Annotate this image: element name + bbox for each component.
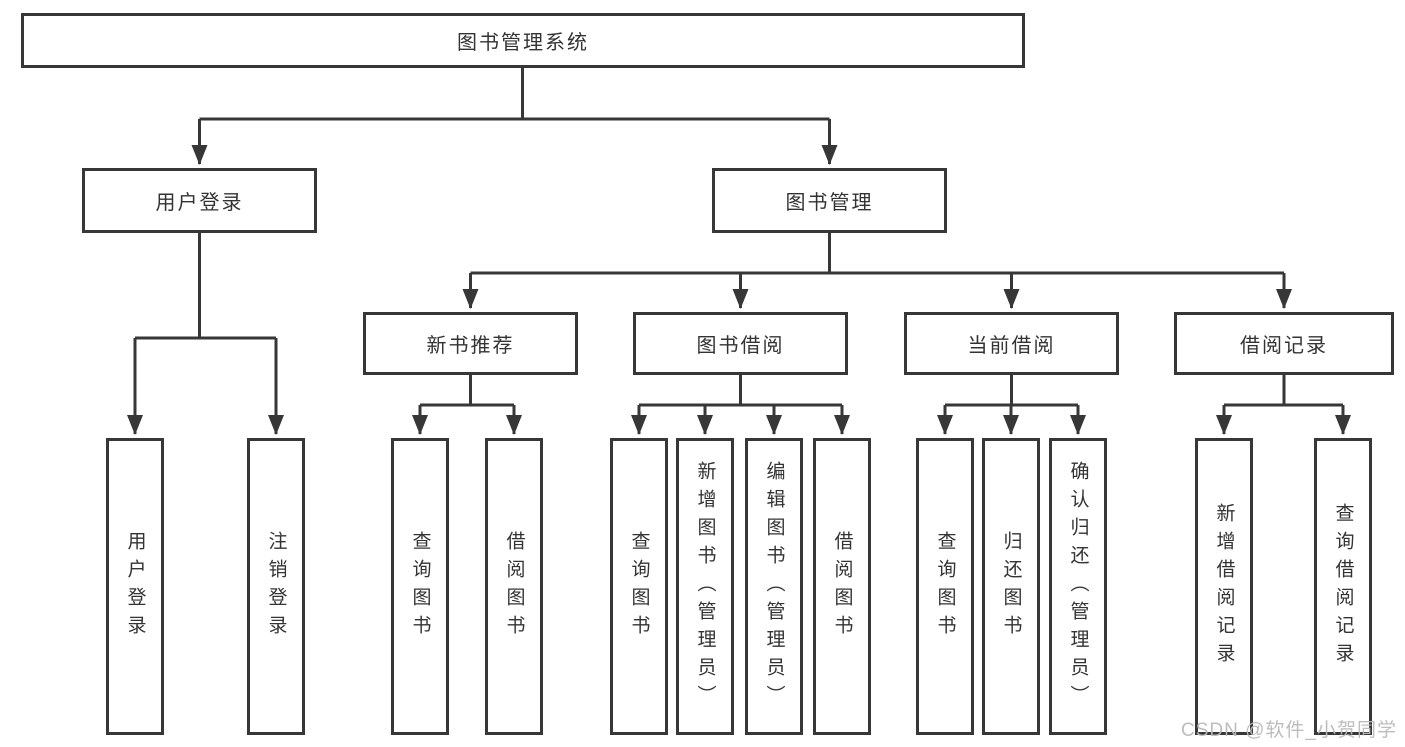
node-book-borrowing: 图书借阅 [633,312,848,375]
leaf-add-borrow-record: 新增借阅记录 [1195,438,1253,735]
node-label: 查询图书 [409,530,431,643]
leaf-return-books: 归还图书 [982,438,1040,735]
node-label: 借阅图书 [503,530,525,643]
node-user-login: 用户登录 [82,168,317,233]
node-label: 新增借阅记录 [1213,502,1235,671]
node-label: 查询图书 [628,530,650,643]
leaf-query-books-recommend: 查询图书 [391,438,449,735]
node-label: 当前借阅 [967,335,1056,357]
node-label: 借阅记录 [1240,335,1328,357]
csdn-watermark: CSDN @软件_小贺同学 [1181,720,1397,741]
node-label: 图书管理 [785,192,874,214]
node-label: 图书管理系统 [457,32,589,54]
leaf-query-books-current: 查询图书 [916,438,974,735]
node-label: 查询借阅记录 [1332,502,1354,671]
node-label: 借阅图书 [831,530,853,643]
node-new-book-recommendation: 新书推荐 [363,312,578,375]
node-library-management-system: 图书管理系统 [21,13,1025,68]
node-label: 编辑图书（管理员） [763,460,785,713]
node-label: 图书借阅 [696,335,785,357]
node-borrowing-records: 借阅记录 [1174,312,1394,375]
node-label: 归还图书 [1000,530,1022,643]
node-label: 查询图书 [934,530,956,643]
leaf-edit-books-admin: 编辑图书（管理员） [745,438,803,735]
leaf-query-books-borrowing: 查询图书 [610,438,668,735]
node-label: 用户登录 [124,530,146,643]
node-label: 注销登录 [265,530,287,643]
node-label: 新增图书（管理员） [694,460,716,713]
leaf-query-borrow-record: 查询借阅记录 [1314,438,1372,735]
leaf-add-books-admin: 新增图书（管理员） [676,438,734,735]
leaf-confirm-return-admin: 确认归还（管理员） [1049,438,1107,735]
node-current-borrowing: 当前借阅 [904,312,1119,375]
node-book-management: 图书管理 [712,168,947,233]
leaf-user-login: 用户登录 [106,438,164,735]
node-label: 确认归还（管理员） [1067,460,1089,713]
node-label: 新书推荐 [426,335,515,357]
node-label: 用户登录 [155,192,244,214]
leaf-borrow-books-recommend: 借阅图书 [485,438,543,735]
leaf-borrow-books-borrowing: 借阅图书 [813,438,871,735]
leaf-logout: 注销登录 [247,438,305,735]
